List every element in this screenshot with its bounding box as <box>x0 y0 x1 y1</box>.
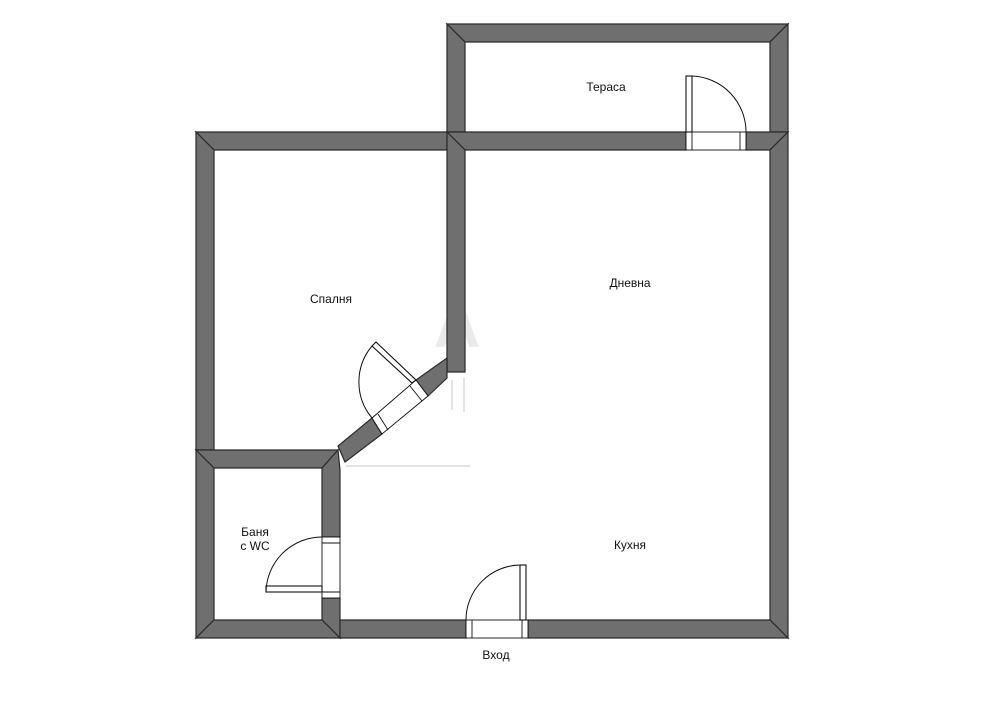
bath-wall-left <box>195 448 215 640</box>
bath-wall-right-upper <box>321 448 341 538</box>
terrace-walls <box>445 22 790 133</box>
bottom-walls <box>194 619 790 639</box>
bedroom-door[interactable] <box>358 341 429 435</box>
terrace-door[interactable] <box>685 75 747 151</box>
room-label-bath-line1: Баня <box>241 525 269 539</box>
bath-wall-top <box>194 449 340 469</box>
living-walls <box>445 130 790 640</box>
bedroom-wall-left <box>195 130 215 451</box>
room-label-kitchen: Кухня <box>613 538 647 552</box>
entrance-door-opening <box>465 619 529 639</box>
bedroom-door-opening <box>371 379 429 435</box>
bedroom-door-swing <box>358 345 373 419</box>
bathroom-door-swing <box>265 536 323 593</box>
bathroom-door-opening <box>321 536 341 599</box>
bathroom-door[interactable] <box>265 536 341 599</box>
living-wall-right <box>769 130 789 640</box>
bath-wall-bottom <box>194 619 342 639</box>
bathroom-door-leaf <box>265 585 323 593</box>
terrace-door-leaf <box>685 75 693 133</box>
terrace-door-swing <box>691 75 747 133</box>
terrace-wall-right <box>769 22 789 133</box>
living-wall-top-left <box>445 131 687 151</box>
entrance-door-leaf <box>519 564 527 621</box>
room-label-terrace: Тераса <box>586 80 626 94</box>
diagonal-wall-lower <box>337 417 383 463</box>
terrace-wall-top <box>445 23 790 43</box>
bedroom-door-leaf <box>371 341 417 384</box>
entrance-label: Вход <box>482 648 510 662</box>
kitchen-wall-bottom-right <box>527 619 790 639</box>
terrace-door-opening <box>685 131 747 151</box>
room-label-bath-line2: с WC <box>240 539 270 553</box>
entrance-door[interactable] <box>465 564 529 639</box>
room-label-bedroom: Спалня <box>310 292 352 306</box>
entrance-door-swing <box>465 564 521 621</box>
faint-lines <box>346 378 470 467</box>
bedroom-wall-top <box>194 131 448 151</box>
kitchen-wall-bottom-left <box>339 619 467 639</box>
bathroom-walls <box>194 448 341 640</box>
partition-wall <box>446 130 466 373</box>
room-label-living: Дневна <box>609 276 651 290</box>
terrace-wall-left <box>446 22 466 133</box>
